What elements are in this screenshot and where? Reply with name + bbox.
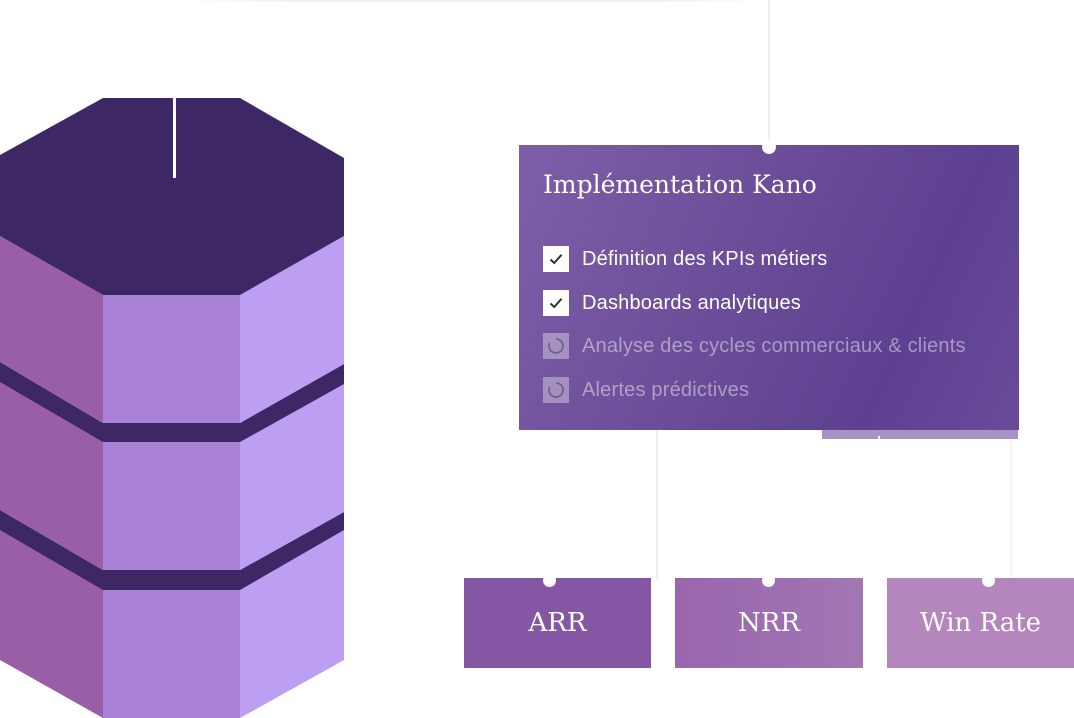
- check-icon[interactable]: [543, 246, 569, 272]
- task-item-kpis[interactable]: Définition des KPIs métiers: [543, 246, 828, 272]
- task-item-cycles[interactable]: Analyse des cycles commerciaux & clients: [543, 333, 966, 359]
- task-item-alerts[interactable]: Alertes prédictives: [543, 377, 749, 403]
- card-title: Implémentation Kano: [543, 170, 817, 199]
- card-connector-top: [768, 0, 770, 145]
- metric-win-rate[interactable]: Win Rate: [887, 578, 1074, 668]
- task-item-dashboards[interactable]: Dashboards analytiques: [543, 290, 801, 316]
- task-label: Alertes prédictives: [582, 378, 750, 401]
- db-segment-2-left: [0, 380, 103, 570]
- card-bottom-tab: [822, 430, 1018, 439]
- db-segment-2-right: [240, 382, 344, 570]
- db-band-2: [0, 510, 344, 590]
- db-segment-2-front: [103, 423, 240, 570]
- metric-nrr[interactable]: NRR: [675, 578, 863, 668]
- check-icon[interactable]: [543, 290, 569, 316]
- task-label: Dashboards analytiques: [582, 291, 801, 314]
- db-segment-1-left: [0, 236, 103, 423]
- metric-label: NRR: [738, 608, 800, 638]
- implementation-card: [519, 145, 1019, 430]
- task-label: Analyse des cycles commerciaux & clients: [582, 334, 966, 357]
- metric-connector-right: [1010, 438, 1012, 578]
- loading-icon: [543, 333, 569, 359]
- db-segment-3-front: [103, 570, 240, 718]
- metric-arr-node-dot: [543, 574, 556, 587]
- db-band-1: [0, 362, 344, 442]
- card-tab-node: [878, 436, 880, 440]
- metric-label: Win Rate: [919, 608, 1042, 638]
- metric-arr[interactable]: ARR: [464, 578, 651, 668]
- db-segment-3-right: [240, 528, 344, 718]
- db-top-cap: [0, 98, 344, 295]
- loading-icon: [543, 377, 569, 403]
- card-top-node-dot: [762, 140, 776, 154]
- task-label: Définition des KPIs métiers: [582, 247, 828, 270]
- top-connector-line: [180, 0, 770, 2]
- metric-label: ARR: [528, 608, 587, 638]
- database-icon: [0, 98, 344, 718]
- metric-win-rate-node-dot: [982, 574, 995, 587]
- card-connector-bottom: [656, 430, 658, 580]
- db-segment-1-right: [240, 236, 344, 423]
- db-top-stem: [173, 98, 176, 178]
- db-segment-1-front: [103, 295, 240, 423]
- metric-nrr-node-dot: [762, 574, 775, 587]
